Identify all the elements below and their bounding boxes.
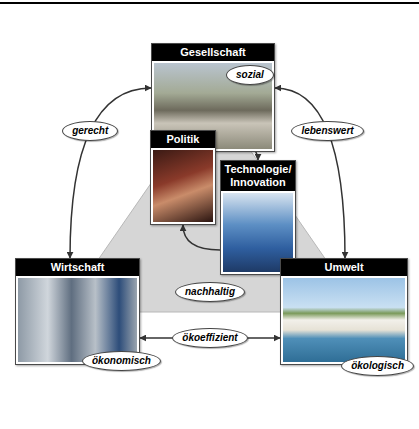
edge-label: lebenswert — [291, 121, 363, 141]
box-header: Gesellschaft — [152, 44, 274, 61]
top-rule — [0, 2, 419, 4]
keyword-oval: nachhaltig — [175, 282, 245, 302]
box-header: Wirtschaft — [16, 259, 139, 276]
keyword-oval: ökologisch — [341, 356, 414, 376]
sector-box: Wirtschaftökonomisch — [15, 258, 140, 365]
box-header: Umwelt — [281, 259, 407, 276]
keyword-oval: sozial — [226, 65, 274, 85]
photo — [153, 150, 213, 222]
photo — [283, 278, 405, 362]
keyword-text: nachhaltig — [185, 286, 235, 298]
box-title: Wirtschaft — [19, 261, 136, 274]
edge-label: ökoeffizient — [172, 328, 247, 348]
keyword-text: ökologisch — [351, 360, 404, 372]
box-title: Politik — [154, 133, 212, 146]
connector-arrow — [70, 88, 151, 258]
edge-label: gerecht — [62, 121, 118, 141]
box-title: Umwelt — [284, 261, 404, 274]
keyword-oval: ökonomisch — [82, 351, 161, 371]
box-header: Technologie/ Innovation — [221, 161, 295, 191]
sector-box: Politik — [150, 130, 216, 225]
sector-box: Umweltökologisch — [280, 258, 408, 365]
keyword-text: ökonomisch — [92, 355, 151, 367]
box-header: Politik — [151, 131, 215, 148]
box-title: Gesellschaft — [155, 46, 271, 59]
connector-arrow — [183, 225, 220, 250]
box-title: Technologie/ Innovation — [224, 163, 292, 189]
keyword-text: sozial — [236, 69, 264, 81]
photo — [18, 278, 137, 362]
